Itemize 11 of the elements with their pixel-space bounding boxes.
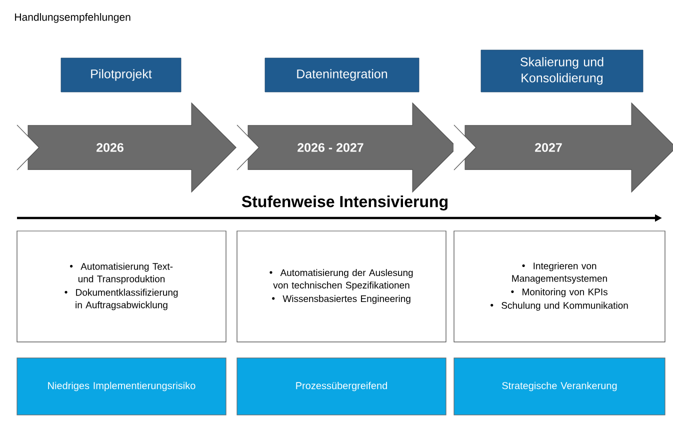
phase-box: Pilotprojekt — [60, 58, 182, 92]
phase-box: Datenintegration — [264, 58, 420, 92]
bullet-list-box: Automatisierung der Auslesung von technischen Spezifikationen Wissensbasiertes Engineering — [236, 230, 446, 342]
bullet-list-box: Automatisierung Text- und Transproduktion Dokumentklassifizierung in Auftragsabwicklung — [16, 230, 226, 342]
phase-box: Skalierung und Konsolidierung — [480, 50, 644, 92]
category-box: Prozessübergreifend — [236, 358, 446, 416]
phase-caption: Stufenweise Intensivierung — [242, 196, 448, 210]
category-box: Strategische Verankerung — [454, 358, 666, 416]
category-box: Niedriges Implementierungsrisiko — [16, 358, 226, 416]
heading: Handlungsempfehlungen — [15, 13, 130, 23]
bullet-list-box: Integrieren von Managementsystemen Monitoring von KPIs Schulung und Kommunikation — [454, 230, 666, 342]
